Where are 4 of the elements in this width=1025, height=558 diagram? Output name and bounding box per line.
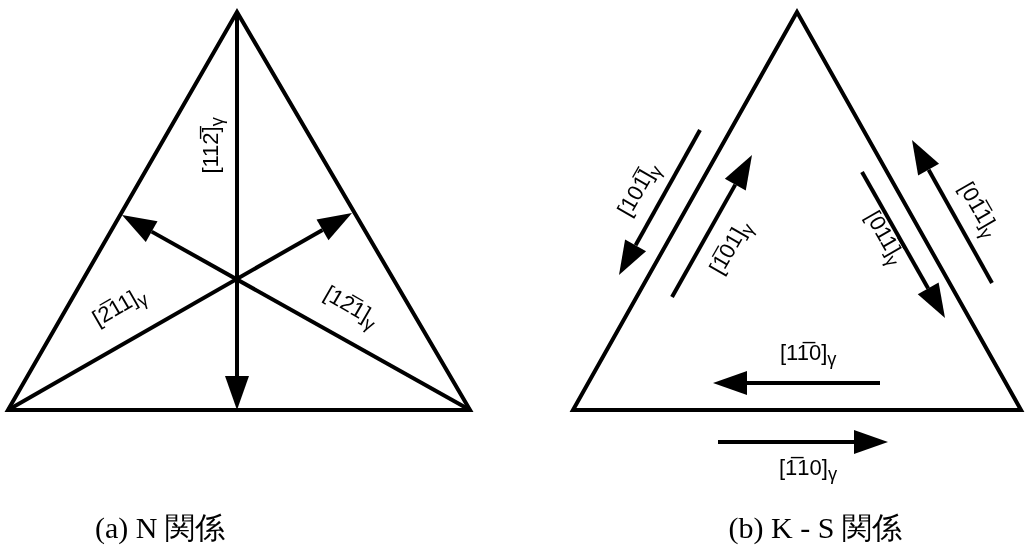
caption: (a) N 関係 [95,513,225,543]
direction-label: [1̅10]$_{γ}$ [779,456,838,484]
direction-label: [11̅0]$_{γ}$ [780,341,837,369]
caption: (b) K - S 関係 [728,513,902,543]
